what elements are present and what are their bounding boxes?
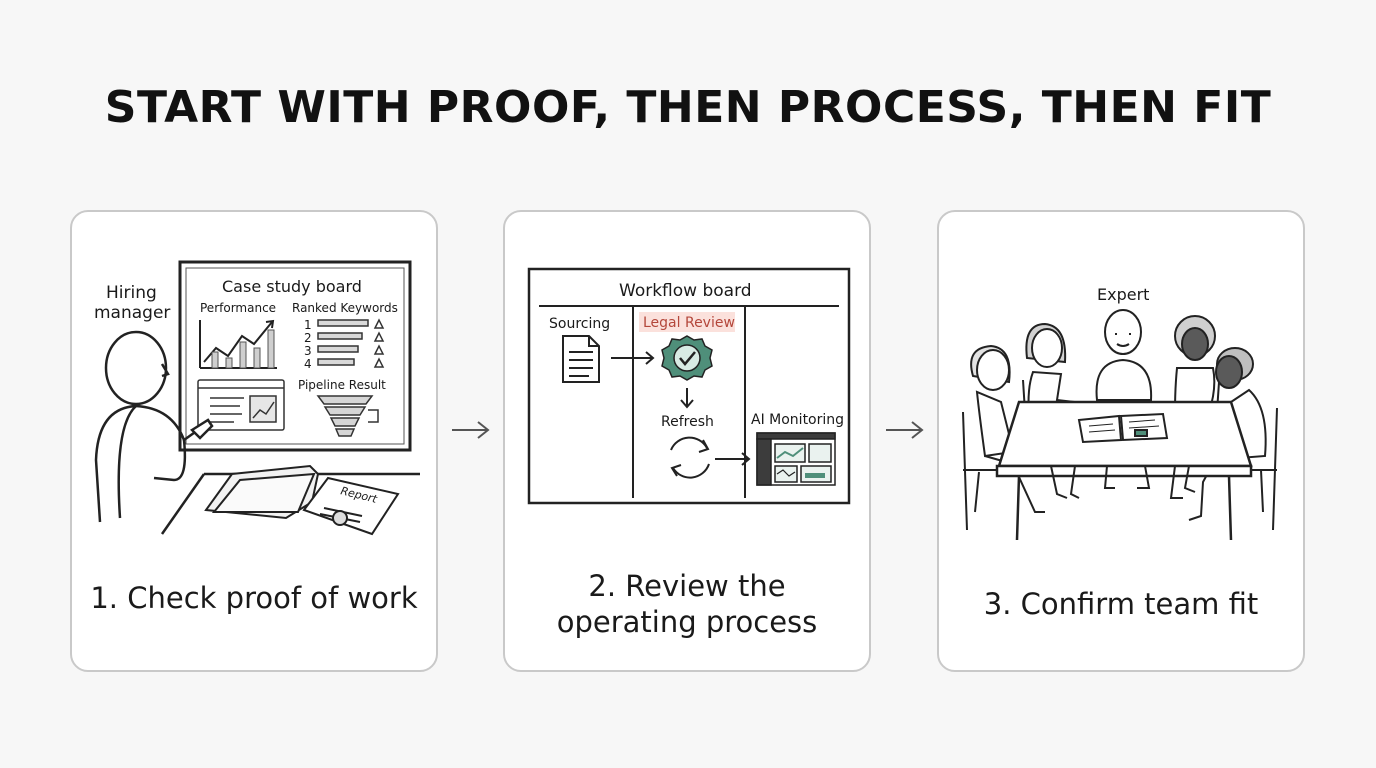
pipeline-label: Pipeline Result xyxy=(298,378,386,392)
person-label-line-2: manager xyxy=(94,303,170,323)
step-1-caption: 1. Check proof of work xyxy=(90,581,418,615)
legal-label: Legal Review xyxy=(643,315,735,331)
pipeline-funnel-icon xyxy=(316,395,379,437)
expert-figure xyxy=(1095,309,1153,401)
keyword-triangles xyxy=(373,318,385,368)
keyword-bars xyxy=(317,319,369,366)
performance-label: Performance xyxy=(200,301,276,315)
rank-1: 1 xyxy=(304,318,312,332)
report-window-icon xyxy=(197,379,285,431)
legs xyxy=(1050,465,1196,499)
rank-4: 4 xyxy=(304,357,312,371)
arrow-down-icon xyxy=(680,388,694,409)
workflow-illustration: Workflow board Sourcing Legal Review Ref… xyxy=(527,267,851,505)
keywords-label: Ranked Keywords xyxy=(292,301,398,315)
sourcing-label: Sourcing xyxy=(549,316,610,332)
step-1-panel: Case study board Performance Ranked Keyw… xyxy=(70,210,438,672)
team-member-4 xyxy=(1173,315,1216,413)
refresh-label: Refresh xyxy=(661,414,714,430)
rank-3: 3 xyxy=(304,344,312,358)
hiring-manager-figure xyxy=(94,330,214,523)
step-3-caption: 3. Confirm team fit xyxy=(983,587,1259,621)
step-2-panel: Workflow board Sourcing Legal Review Ref… xyxy=(503,210,871,672)
step-2-caption: 2. Review the operating process xyxy=(505,568,869,640)
refresh-cycle-icon xyxy=(670,436,710,479)
folder-icon xyxy=(204,464,320,520)
board-title: Case study board xyxy=(222,277,362,296)
step-2-caption-line-1: 2. Review the xyxy=(588,569,786,603)
arrow-right-icon xyxy=(715,452,751,466)
team-meeting-illustration: Expert xyxy=(962,285,1278,541)
proof-of-work-illustration: Case study board Performance Ranked Keyw… xyxy=(94,260,420,536)
approval-badge-icon xyxy=(661,335,713,381)
arrow-right-icon xyxy=(886,421,924,439)
report-document-icon xyxy=(302,476,400,536)
workflow-board-title: Workflow board xyxy=(619,281,752,301)
document-icon xyxy=(562,335,600,383)
expert-label: Expert xyxy=(1097,285,1149,304)
arrow-right-icon xyxy=(611,351,655,365)
monitoring-label: AI Monitoring xyxy=(751,412,844,428)
arrow-right-icon xyxy=(452,421,490,439)
person-label-line-1: Hiring xyxy=(106,283,157,303)
page-title: START WITH PROOF, THEN PROCESS, THEN FIT xyxy=(104,82,1272,133)
rank-2: 2 xyxy=(304,331,312,345)
step-2-caption-line-2: operating process xyxy=(556,605,818,639)
open-book-icon xyxy=(1077,412,1169,444)
legal-highlight xyxy=(639,312,735,332)
performance-bars xyxy=(211,329,275,369)
step-3-panel: Expert xyxy=(937,210,1305,672)
monitoring-dashboard-icon xyxy=(756,432,836,486)
